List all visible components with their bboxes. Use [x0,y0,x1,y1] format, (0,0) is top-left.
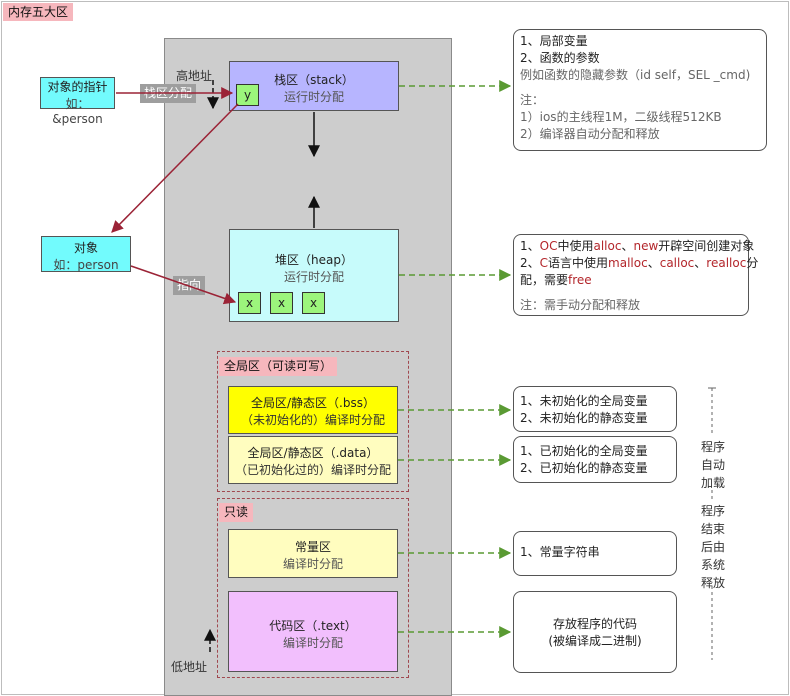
data-region: 全局区/静态区（.data） （已初始化过的）编译时分配 [228,436,398,484]
pointer-sub: 如：&person [52,97,103,126]
note-line: 1、已初始化的全局变量 [520,444,648,458]
global-group [217,351,409,492]
note-line: (被编译成二进制) [548,634,642,648]
heap-cell: x [302,292,325,314]
heap-note: 1、OC中使用alloc、new开辟空间创建对象 2、C语言中使用malloc、… [513,234,759,316]
const-sub: 编译时分配 [282,557,343,571]
code-title: 代码区（.text） [269,619,357,633]
diagram-title: 内存五大区 [3,3,74,21]
stack-title: 栈区（stack） [274,73,354,87]
high-address-label: 高地址 [176,69,213,83]
bss-region: 全局区/静态区（.bss） （未初始化的）编译时分配 [228,386,398,434]
stack-note: 1、局部变量 2、函数的参数 例如函数的隐藏参数（id self，SEL _cm… [513,29,767,151]
note-line: 2）编译器自动分配和释放 [520,127,660,141]
code-sub: 编译时分配 [282,636,343,650]
note-line: 注：需手动分配和释放 [520,298,641,312]
note-line: 存放程序的代码 [552,617,637,631]
note-line: 1）ios的主线程1M，二级线程512KB [520,110,722,124]
heap-title: 堆区（heap） [275,253,353,267]
object-sub: 如：person [53,258,119,272]
heap-cell: x [238,292,261,314]
note-line: 例如函数的隐藏参数（id self，SEL _cmd) [520,68,751,82]
low-address-label: 低地址 [171,660,208,674]
object-box: 对象 如：person [41,236,131,272]
bss-sub: （未初始化的）编译时分配 [240,413,385,427]
note-line: 配，需要free [520,273,592,287]
data-title: 全局区/静态区（.data） [247,446,379,460]
auto-load-label: 程序 自动 加载 [700,440,726,490]
arrow-stack-to-object [111,103,239,233]
note-line: 注： [520,93,545,107]
bss-note: 1、未初始化的全局变量 2、未初始化的静态变量 [513,386,677,432]
data-note: 1、已初始化的全局变量 2、已初始化的静态变量 [513,436,677,483]
heap-sub: 运行时分配 [283,270,344,284]
global-group-label: 全局区（可读可写） [219,357,338,376]
bss-title: 全局区/静态区（.bss） [251,396,375,410]
readonly-group [217,498,409,678]
stack-sub: 运行时分配 [283,90,344,104]
note-line: 2、已初始化的静态变量 [520,461,648,475]
note-line: 1、OC中使用alloc、new开辟空间创建对象 [520,239,755,253]
code-note: 存放程序的代码 (被编译成二进制) [513,591,677,673]
system-release-label: 程序 结束 后由 系统 释放 [700,504,726,590]
arrow-object-to-heap [130,265,237,305]
readonly-group-label: 只读 [219,503,254,522]
note-line: 1、局部变量 [520,34,588,48]
const-note: 1、常量字符串 [513,531,677,576]
const-region: 常量区 编译时分配 [228,529,398,578]
pointer-title: 对象的指针 [47,80,108,94]
note-line: 2、函数的参数 [520,51,600,65]
note-line: 1、未初始化的全局变量 [520,394,648,408]
stack-cell-y: y [236,84,259,106]
heap-cell: x [270,292,293,314]
object-title: 对象 [73,241,98,255]
data-sub: （已初始化过的）编译时分配 [234,463,391,477]
pointer-box: 对象的指针 如：&person [40,77,115,126]
note-line: 2、未初始化的静态变量 [520,411,648,425]
const-title: 常量区 [294,540,331,554]
note-line: 1、常量字符串 [520,545,600,559]
code-region: 代码区（.text） 编译时分配 [228,591,398,672]
note-line: 2、C语言中使用malloc、calloc、realloc分 [520,256,759,270]
